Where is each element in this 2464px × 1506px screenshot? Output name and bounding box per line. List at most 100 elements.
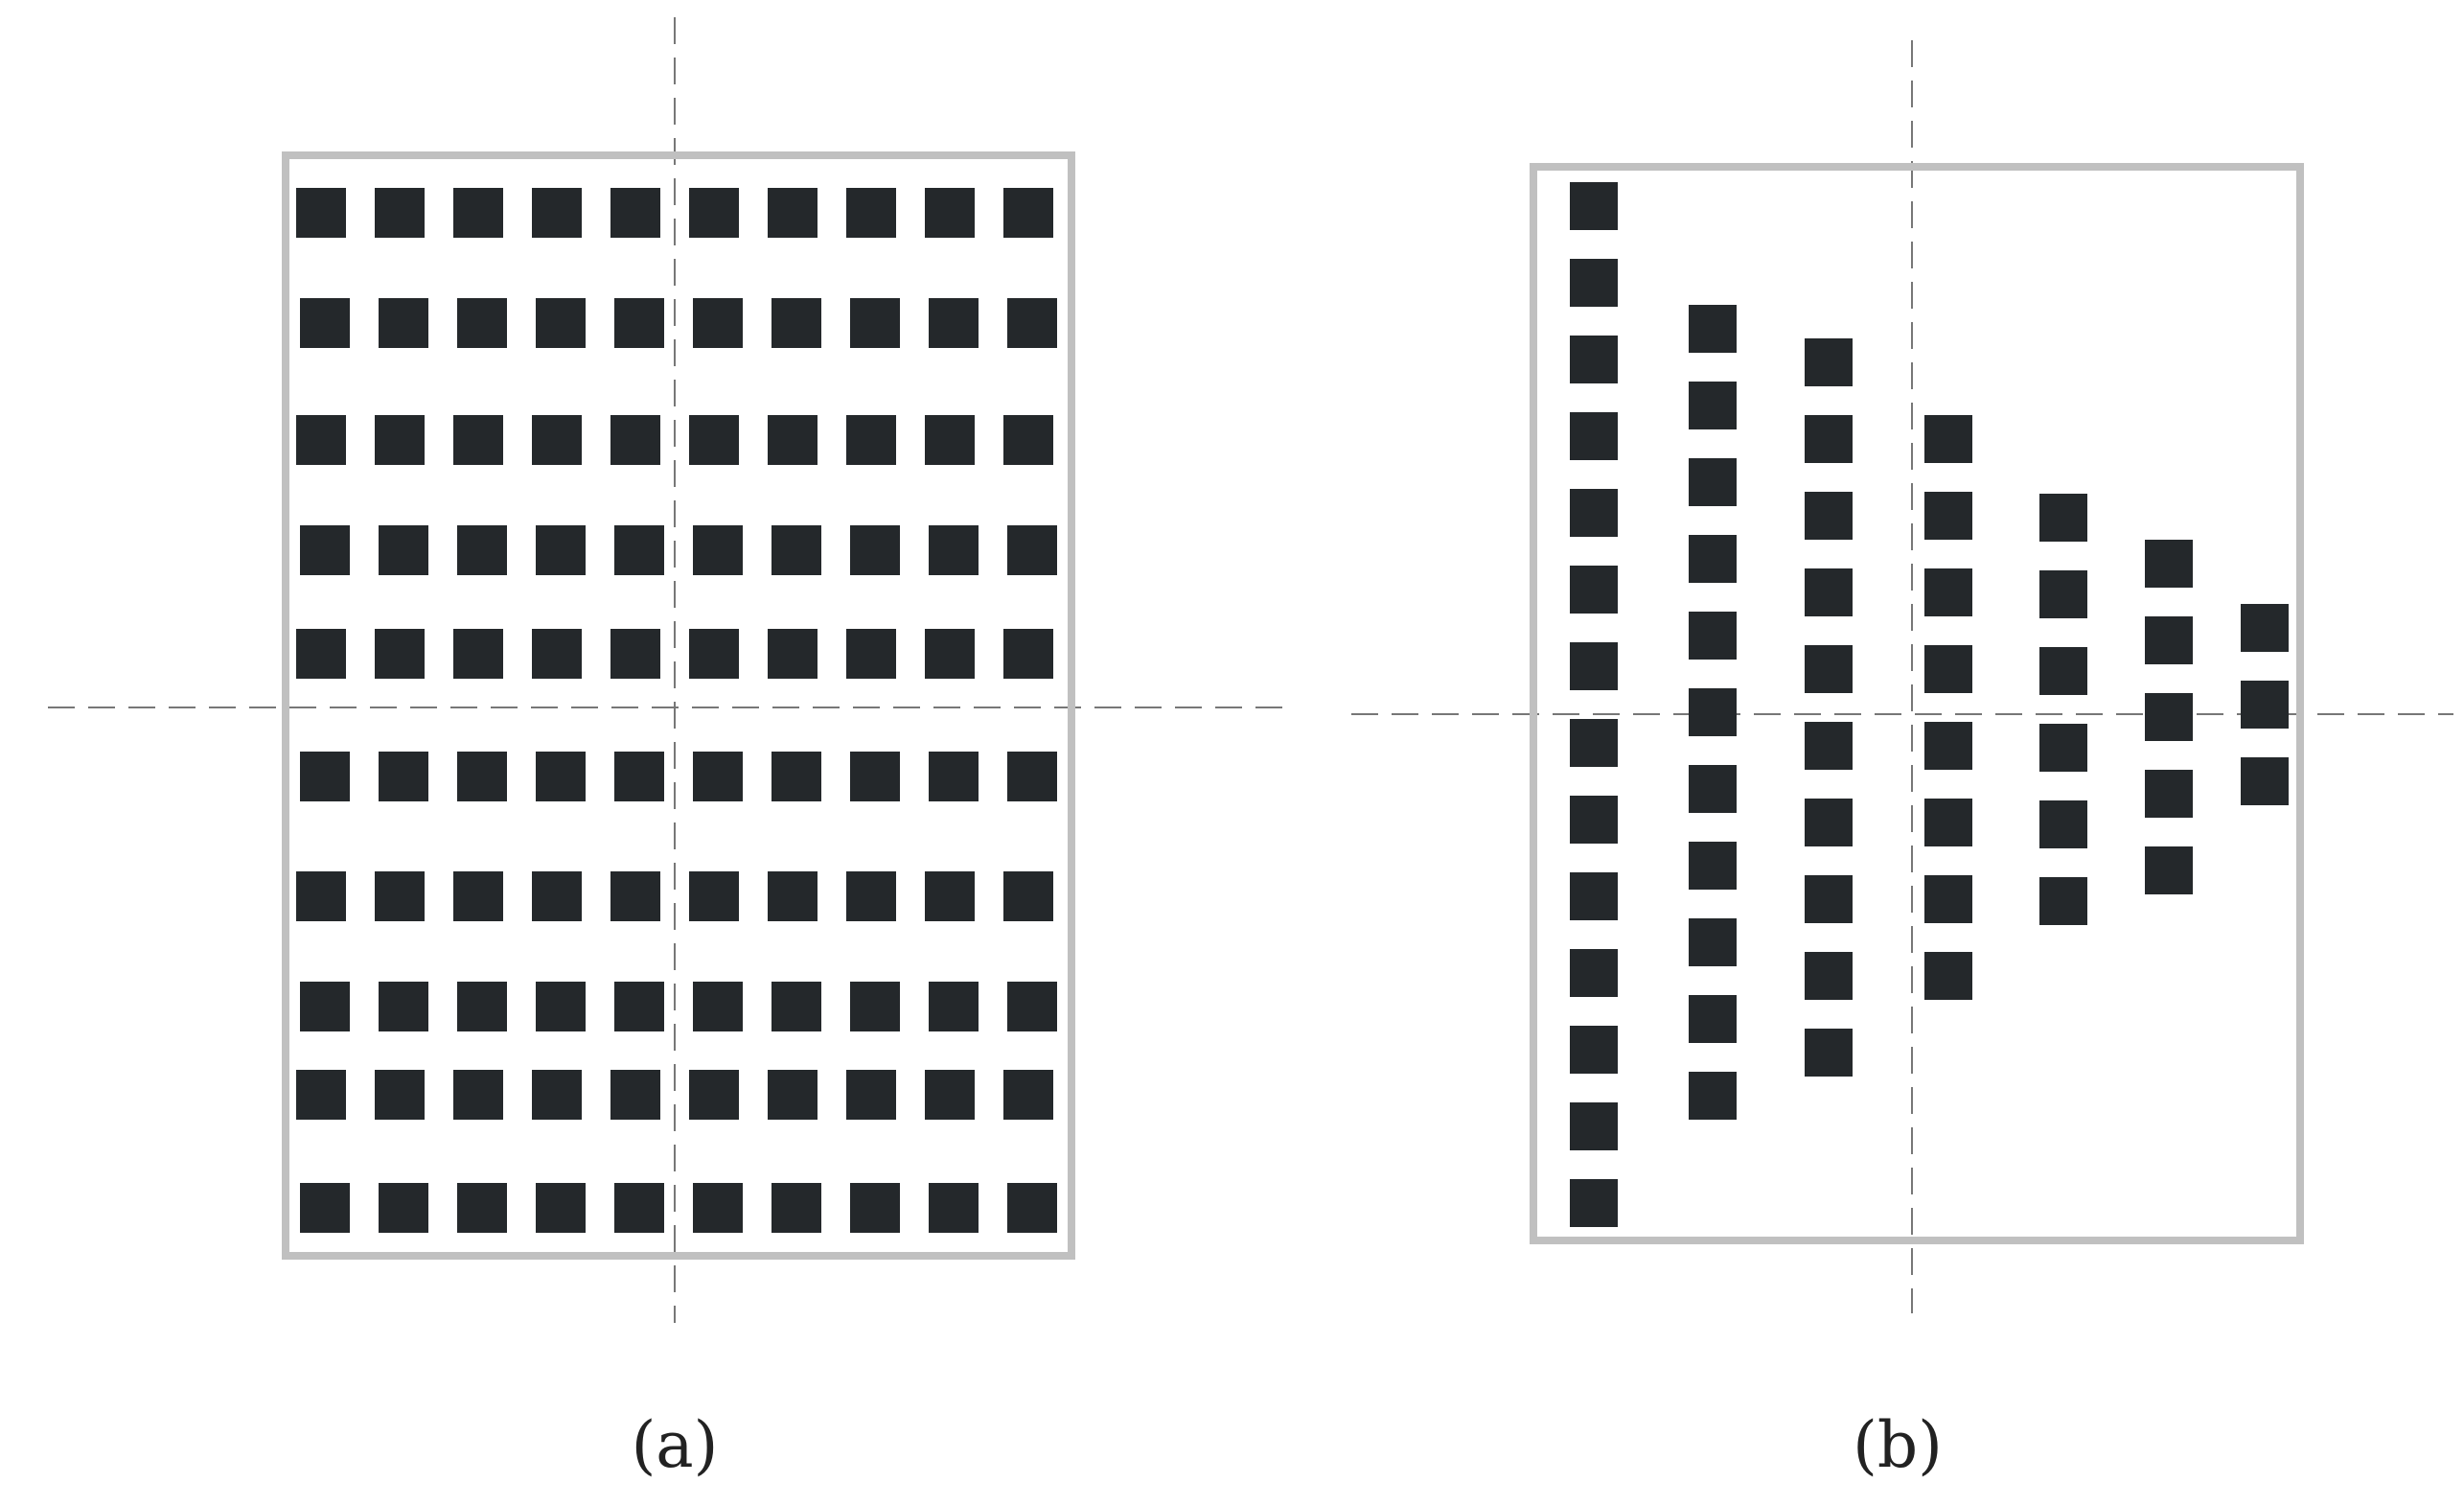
panel-b-frame (1530, 163, 2304, 1244)
panel-b-cell-columns (1570, 182, 2289, 1227)
panel-b-cell (1689, 995, 1737, 1043)
panel-a-cell (300, 525, 350, 575)
panel-a-cell (846, 629, 896, 679)
panel-b-cell (1570, 1179, 1618, 1227)
panel-a-frame (282, 151, 1075, 1260)
panel-a-cell (768, 1070, 817, 1120)
panel-a-cell (693, 525, 743, 575)
panel-a-cell (300, 1183, 350, 1233)
panel-b-cell (1805, 645, 1853, 693)
panel-a-cell (693, 1183, 743, 1233)
panel-a-cell (689, 629, 739, 679)
panel-b-cell (1689, 535, 1737, 583)
panel-a-cell (375, 1070, 425, 1120)
panel-b-cell (2039, 494, 2087, 542)
panel-a-cell (771, 752, 821, 801)
panel-a-cell (614, 525, 664, 575)
panel-a-cell (532, 871, 582, 921)
panel-a-cell (379, 1183, 428, 1233)
panel-a-cell (614, 752, 664, 801)
panel-b-cell (1924, 645, 1972, 693)
panel-a-cell (610, 871, 660, 921)
panel-a-cell (536, 752, 586, 801)
panel-b-cell (1805, 1029, 1853, 1077)
panel-a-cell (296, 1070, 346, 1120)
panel-a-cell (457, 982, 507, 1031)
panel-b-cell (2241, 604, 2289, 652)
panel-b-cell (2145, 693, 2193, 741)
panel-b-cell (1689, 842, 1737, 890)
panel-b-cell (1570, 566, 1618, 614)
panel-a-cell-grid (296, 188, 1057, 1233)
panel-a-cell (457, 1183, 507, 1233)
panel-a-cell (300, 982, 350, 1031)
panel-b-cell (1689, 305, 1737, 353)
panel-a-cell (296, 629, 346, 679)
panel-b-cell (1570, 489, 1618, 537)
panel-a-cell (768, 871, 817, 921)
panel-a-cell (296, 871, 346, 921)
panel-a-cell (846, 188, 896, 238)
panel-b-cell (1570, 412, 1618, 460)
panel-a-cell (375, 188, 425, 238)
panel-a-cell (610, 629, 660, 679)
panel-a-cell (300, 298, 350, 348)
panel-a-cell (375, 629, 425, 679)
panel-b-cell (2241, 681, 2289, 729)
panel-b-cell (1570, 182, 1618, 230)
panel-a-cell (850, 982, 900, 1031)
panel-a-cell (1003, 629, 1053, 679)
panel-a-cell (771, 525, 821, 575)
panel-a-cell (1007, 1183, 1057, 1233)
panel-b-cell (2241, 757, 2289, 805)
panel-a-cell (1007, 752, 1057, 801)
panel-a-cell (453, 1070, 503, 1120)
panel-b-cell (1570, 872, 1618, 920)
panel-a-cell (1007, 982, 1057, 1031)
panel-a-cell (536, 298, 586, 348)
panel-a: (a) (48, 17, 1294, 1482)
panel-a-cell (1003, 188, 1053, 238)
panel-b-cell (2039, 570, 2087, 618)
panel-a-cell (536, 982, 586, 1031)
panel-b-cell (2145, 770, 2193, 818)
panel-a-cell (925, 1070, 975, 1120)
panel-b-cell (1570, 259, 1618, 307)
panel-b-cell (1924, 722, 1972, 770)
panel-a-cell (768, 415, 817, 465)
panel-b-cell (2145, 846, 2193, 894)
panel-a-cell (929, 752, 979, 801)
panel-b-cell (1689, 1072, 1737, 1120)
panel-b-cell (2039, 800, 2087, 848)
panel-b-cell (2039, 647, 2087, 695)
panel-a-cell (614, 298, 664, 348)
panel-b-cell (1570, 642, 1618, 690)
panel-b-cell (1689, 612, 1737, 660)
panel-b-cell (2039, 877, 2087, 925)
panel-b-cell (1924, 568, 1972, 616)
panel-b-cell (1805, 722, 1853, 770)
panel-a-cell (379, 982, 428, 1031)
panel-b-cell (1805, 952, 1853, 1000)
panel-a-cell (925, 871, 975, 921)
panel-a-cell (693, 298, 743, 348)
panel-b-cell (1924, 875, 1972, 923)
panel-b-cell (1689, 458, 1737, 506)
panel-a-cell (1003, 871, 1053, 921)
panel-a-cell (929, 525, 979, 575)
panel-b-cell (1570, 719, 1618, 767)
panel-a-cell (453, 871, 503, 921)
panel-b-cell (1805, 415, 1853, 463)
panel-a-cell (925, 415, 975, 465)
panel-a-cell (614, 1183, 664, 1233)
panel-a-cell (768, 629, 817, 679)
panel-b-cell (1924, 415, 1972, 463)
panel-a-cell (1007, 525, 1057, 575)
panel-a-cell (850, 525, 900, 575)
panel-a-cell (850, 298, 900, 348)
panel-b-cell (1805, 568, 1853, 616)
panel-a-cell (300, 752, 350, 801)
panel-a-cell (693, 752, 743, 801)
panel-a-cell (1007, 298, 1057, 348)
